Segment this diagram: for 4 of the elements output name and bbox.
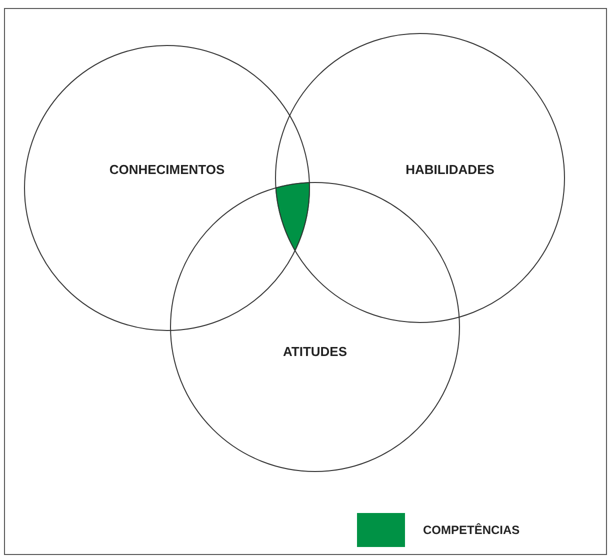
circle-label: ATITUDES [282, 343, 348, 362]
legend-label: COMPETÊNCIAS [423, 522, 520, 539]
circle-label: HABILIDADES [406, 161, 494, 180]
circle-label: CONHECIMENTOS [109, 161, 225, 180]
